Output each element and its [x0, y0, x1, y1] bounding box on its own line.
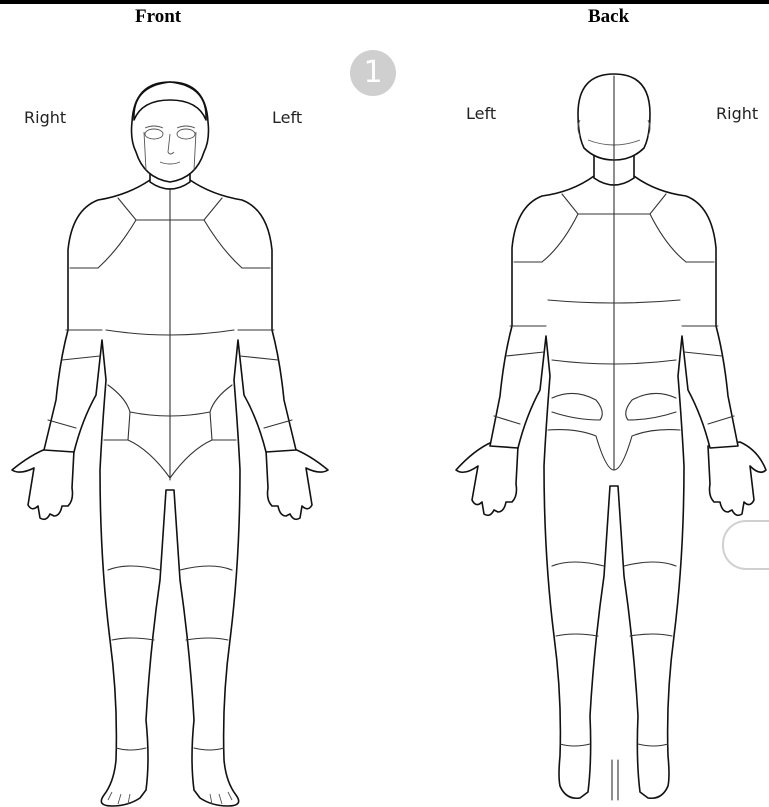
- front-body-outline-icon: [12, 82, 328, 806]
- back-body-outline-icon: [456, 74, 766, 800]
- back-left-hand: [456, 442, 518, 515]
- back-right-hand: [708, 442, 766, 515]
- front-left-hand: [266, 448, 328, 519]
- front-right-hand: [12, 448, 74, 519]
- side-panel-tab[interactable]: [722, 520, 769, 570]
